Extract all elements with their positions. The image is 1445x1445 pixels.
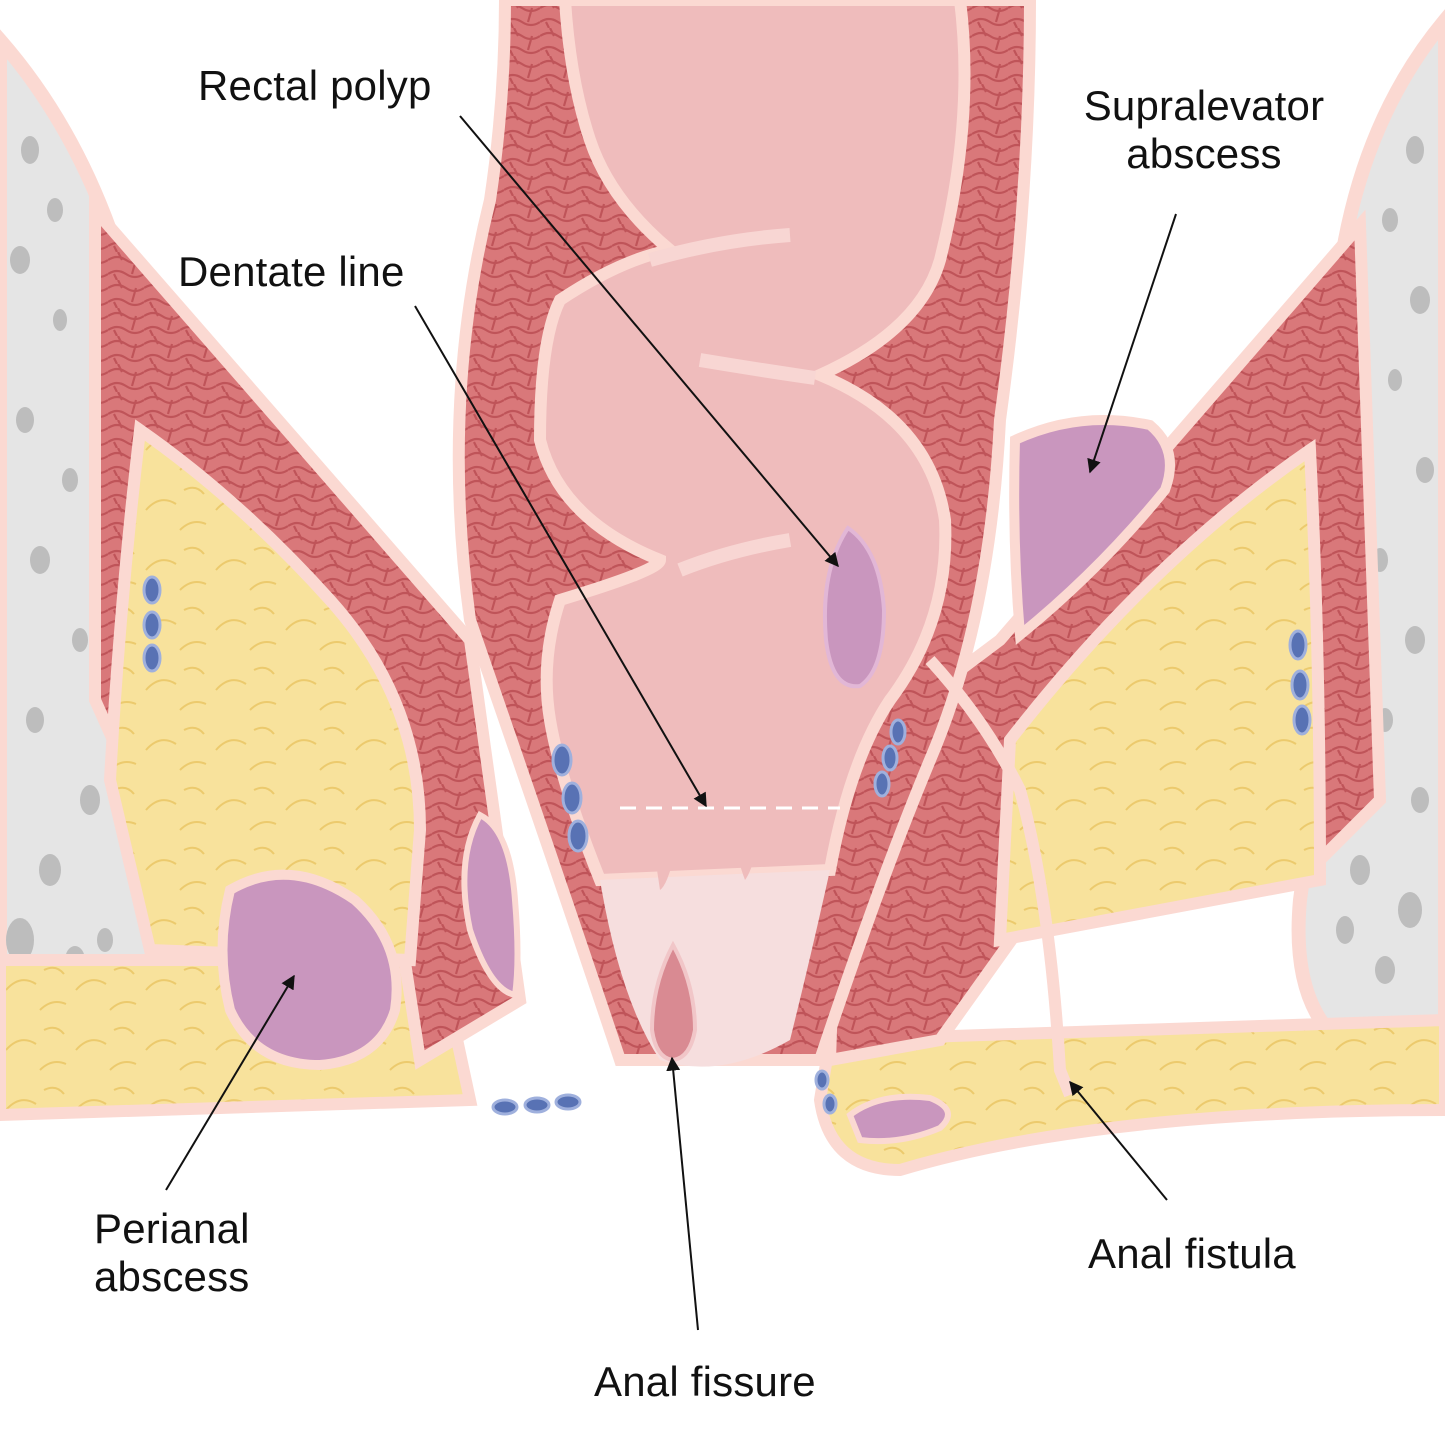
leader-perianal-abscess	[165, 974, 295, 1191]
label-anal-fistula: Anal fistula	[1088, 1230, 1296, 1277]
left-ischioanal-fat	[103, 419, 427, 967]
anal-columns	[635, 760, 840, 890]
right-bone-spots	[1336, 136, 1434, 984]
mucosal-fold	[677, 533, 792, 577]
label-perianal-line1: Perianal	[94, 1205, 250, 1252]
label-supralevator-line2: abscess	[1126, 130, 1282, 177]
leader-anal-fissure	[666, 1056, 699, 1331]
label-perianal-line2: abscess	[94, 1253, 250, 1300]
intersphincteric-abscess	[461, 811, 521, 999]
label-anal-fissure: Anal fissure	[594, 1358, 816, 1405]
supralevator-abscess-lesion	[1009, 415, 1175, 645]
bottom-fat-right	[813, 1013, 1445, 1177]
leader-anal-fistula	[1069, 1080, 1168, 1201]
leader-lines	[165, 115, 1177, 1331]
left-bone-spots	[6, 136, 113, 1022]
label-supralevator-abscess: Supralevator abscess	[1074, 82, 1334, 178]
leader-rectal-polyp	[459, 115, 839, 568]
label-dentate-line: Dentate line	[178, 248, 405, 295]
right-ischioanal-fat	[993, 438, 1327, 948]
rectal-polyp-lesion	[822, 525, 887, 689]
vessels	[142, 575, 1312, 1116]
label-supralevator-line1: Supralevator	[1083, 82, 1325, 129]
perianal-abscess-lesion	[217, 869, 402, 1071]
label-rectal-polyp: Rectal polyp	[198, 62, 432, 109]
label-perianal-abscess: Perianal abscess	[94, 1205, 250, 1301]
mucosal-fold	[648, 228, 791, 267]
mucosal-fold	[698, 353, 817, 385]
leader-dentate-line	[414, 305, 707, 808]
leader-supralevator-abscess	[1087, 213, 1177, 474]
subcutaneous-abscess	[846, 1093, 951, 1145]
anal-fistula-tract	[925, 655, 1076, 1098]
